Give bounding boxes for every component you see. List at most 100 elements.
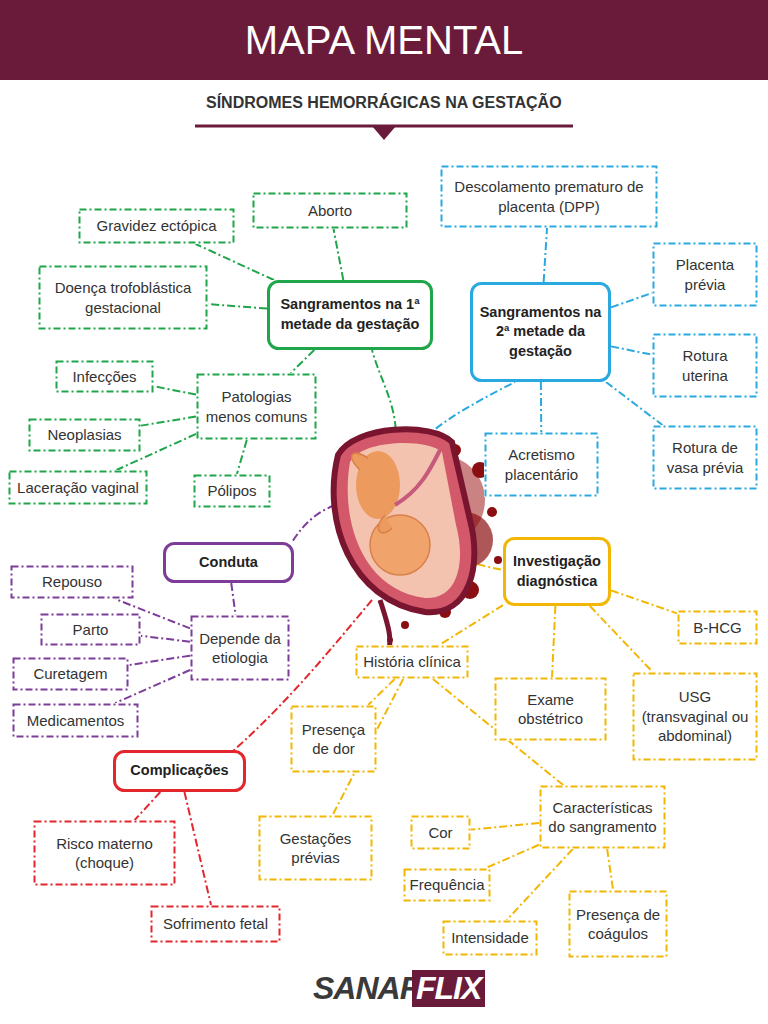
- box-border: [496, 679, 606, 740]
- subtopic-box: Risco materno (choque): [33, 820, 176, 886]
- box-border: [269, 282, 432, 349]
- node-text: Gravidez ectópica: [96, 216, 216, 236]
- connector-line: [231, 583, 235, 615]
- connector-line: [471, 823, 539, 830]
- subtopic-box: Cor: [410, 815, 471, 850]
- connector: [135, 792, 161, 820]
- node-text: Presença de coágulos: [574, 905, 662, 944]
- box-border: [254, 194, 407, 228]
- node-text: Frequência: [409, 875, 484, 895]
- connector: [231, 583, 235, 615]
- node-text: Descolamento prematuro de placenta (DPP): [446, 177, 652, 216]
- box-border: [570, 892, 667, 957]
- box-outline: [494, 677, 607, 741]
- subtopic-box: USG (transvaginal ou abdominal): [632, 672, 758, 761]
- box-outline: [258, 815, 373, 881]
- node-text: Infecções: [72, 367, 136, 387]
- box-border: [192, 617, 289, 680]
- subtopic-box: Frequência: [403, 868, 491, 902]
- subtopic-box: Placenta prévia: [652, 242, 758, 307]
- connector: [607, 849, 613, 890]
- connector-line: [611, 346, 652, 354]
- box-border: [292, 707, 376, 772]
- amniotic-sac: [348, 443, 460, 598]
- box-border: [14, 659, 128, 690]
- node-text: Exame obstétrico: [500, 690, 601, 729]
- subtopic-box: Depende da etiologia: [190, 615, 290, 681]
- subtopic-box: Aborto: [252, 192, 408, 229]
- uterus-fetus: [334, 429, 475, 655]
- header-band: MAPA MENTAL: [0, 0, 768, 80]
- connector-line: [439, 605, 503, 645]
- node-text: Cor: [428, 823, 452, 843]
- box-border: [57, 362, 153, 392]
- box-outline: [190, 615, 290, 681]
- subtopic-box: Doença trofoblástica gestacional: [38, 265, 208, 330]
- box-outline: [539, 785, 666, 849]
- subtopic-box: Laceração vaginal: [8, 470, 148, 505]
- connector-line: [291, 350, 315, 373]
- node-text: Intensidade: [451, 928, 529, 948]
- node-text: Neoplasias: [47, 425, 121, 445]
- box-border: [12, 567, 133, 598]
- box-outline: [503, 537, 611, 606]
- subtopic-box: Descolamento prematuro de placenta (DPP): [440, 165, 658, 228]
- box-border: [115, 752, 245, 791]
- subtopic-box: Características do sangramento: [539, 785, 666, 849]
- node-text: Risco materno (choque): [39, 834, 170, 873]
- connector: [544, 228, 547, 282]
- box-border: [357, 647, 468, 678]
- connector: [439, 605, 503, 645]
- subtopic-box: Neoplasias: [28, 418, 141, 452]
- box-border: [444, 922, 537, 955]
- connector: [540, 382, 541, 432]
- logo-word: FLIX: [412, 970, 485, 1007]
- connector-line: [544, 228, 547, 282]
- box-outline: [484, 432, 599, 497]
- node-text: Laceração vaginal: [17, 478, 139, 498]
- subtopic-box: Infecções: [55, 360, 154, 393]
- connector-line: [611, 293, 652, 307]
- connector: [334, 229, 344, 280]
- box-outline: [33, 820, 176, 886]
- box-outline: [652, 333, 758, 398]
- connector: [486, 845, 539, 868]
- box-border: [152, 907, 280, 942]
- box-border: [10, 472, 147, 504]
- subtitle-pointer: [372, 126, 396, 140]
- box-border: [679, 612, 757, 644]
- subtopic-box: História clínica: [355, 645, 469, 679]
- node-text: Aborto: [308, 201, 352, 221]
- box-border: [654, 427, 757, 489]
- box-border: [30, 420, 140, 451]
- subtopic-box: Sofrimento fetal: [150, 905, 281, 943]
- connector-line: [141, 417, 196, 426]
- node-text: Sangramentos na 2ª metade da gestação: [476, 303, 605, 362]
- subtopic-box: Parto: [40, 613, 141, 646]
- splatter: [401, 621, 409, 629]
- node-text: B-HCG: [693, 618, 741, 638]
- box-outline: [652, 425, 758, 490]
- connector-line: [540, 382, 542, 432]
- connector: [611, 293, 652, 307]
- node-text: Características do sangramento: [545, 798, 660, 837]
- connector-line: [184, 792, 211, 905]
- box-border: [42, 615, 140, 645]
- umbilical-cord: [395, 450, 440, 505]
- subtopic-box: Rotura uterina: [652, 333, 758, 398]
- node-text: Rotura uterina: [658, 346, 752, 385]
- connector: [590, 606, 653, 672]
- subtitle: SÍNDROMES HEMORRÁGICAS NA GESTAÇÃO: [206, 94, 562, 112]
- connector-line: [141, 636, 190, 642]
- box-outline: [440, 165, 658, 228]
- node-text: Medicamentos: [27, 711, 125, 731]
- subtopic-box: Repouso: [10, 565, 134, 599]
- box-border: [35, 822, 175, 885]
- subtopic-box: Intensidade: [442, 920, 538, 956]
- connector: [611, 590, 677, 613]
- box-outline: [196, 373, 317, 440]
- box-border: [198, 375, 316, 439]
- subtopic-box: Gravidez ectópica: [78, 208, 235, 244]
- node-text: Rotura de vasa prévia: [658, 438, 752, 477]
